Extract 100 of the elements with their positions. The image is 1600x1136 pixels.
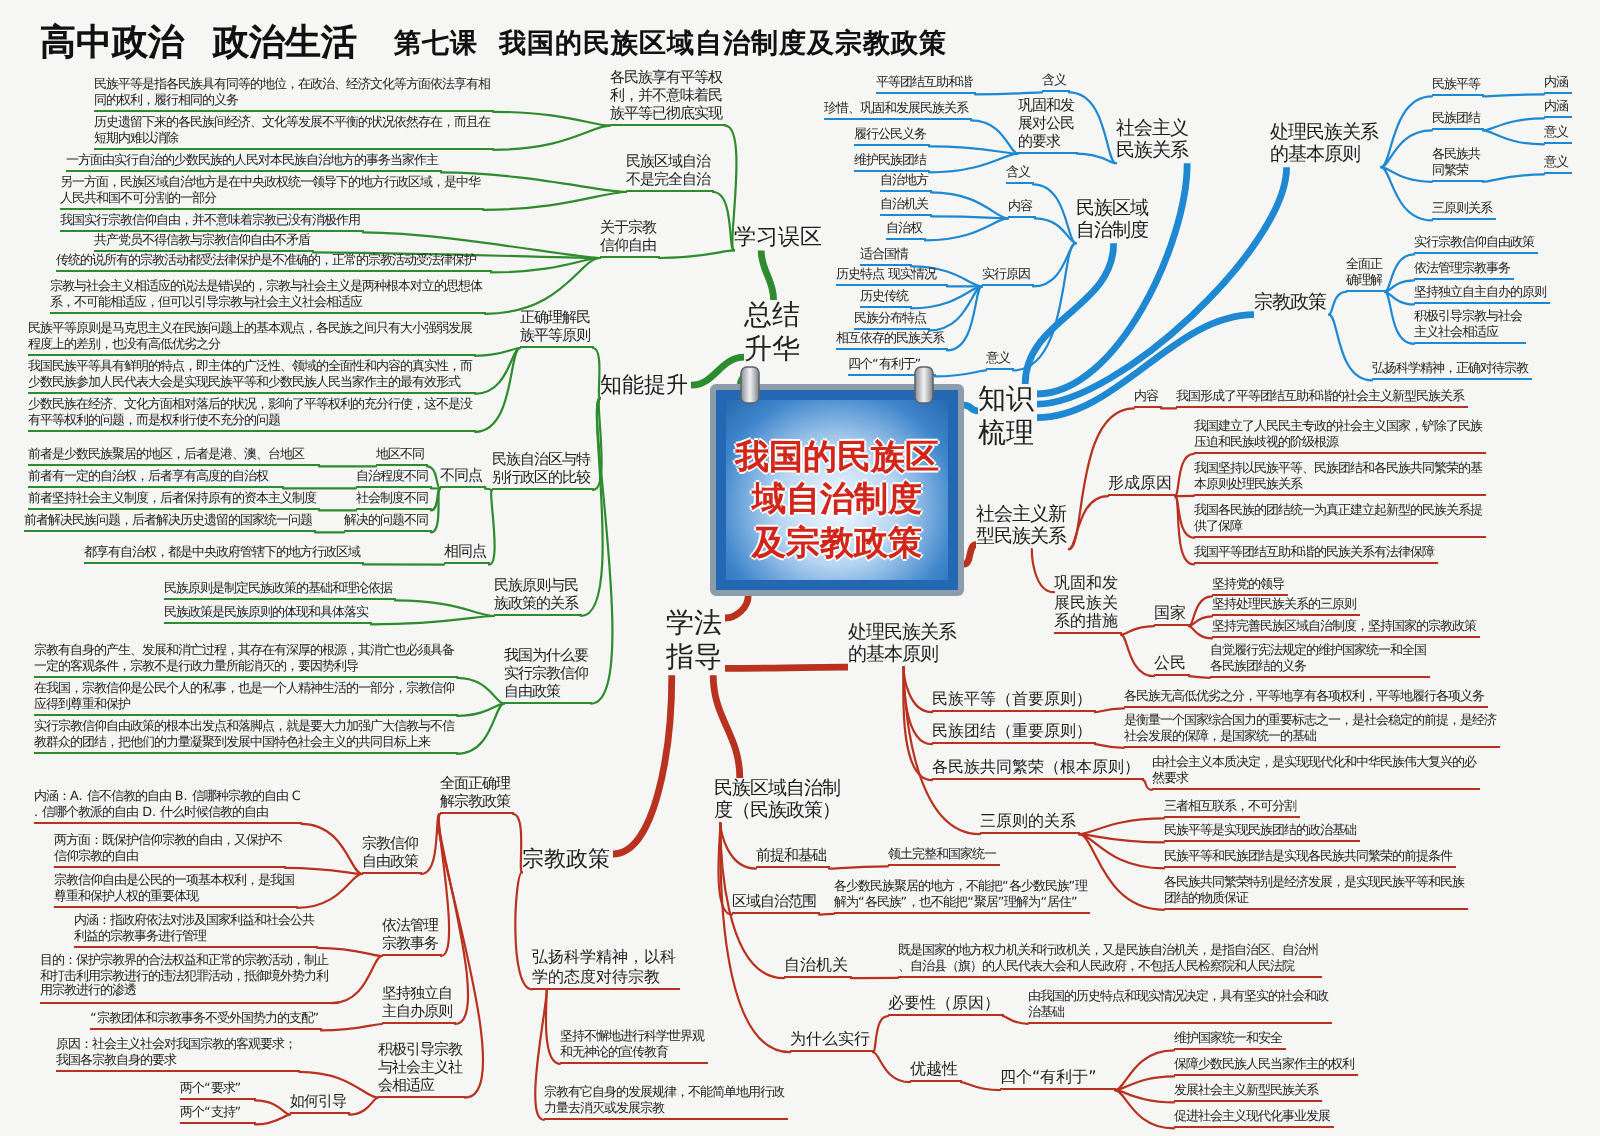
branch-line (909, 265, 984, 288)
branch-line (491, 110, 612, 127)
branch-line (481, 190, 628, 211)
branch-line (281, 487, 358, 490)
branch-line (1383, 279, 1416, 293)
topic-label: 民族平等（首要原则） (932, 690, 1095, 713)
branch-line (253, 1099, 292, 1116)
branch-line (369, 614, 496, 626)
branch-line (1077, 817, 1166, 836)
branch-line (1187, 625, 1214, 640)
branch-line (1036, 162, 1191, 398)
branch-line (723, 124, 738, 252)
branch-line (1093, 743, 1126, 749)
section-heading: 知识梳理 (978, 384, 1037, 452)
branch-line (1001, 1015, 1030, 1025)
branch-line (329, 954, 384, 1005)
branch-line (283, 866, 364, 876)
branch-line (969, 119, 1020, 155)
branch-line (437, 812, 451, 958)
branch-line (923, 217, 1010, 242)
branch-line (455, 702, 506, 755)
branch-line (511, 812, 524, 874)
branch-line (487, 488, 496, 566)
branch-line (711, 190, 736, 252)
branch-line (483, 487, 494, 492)
topic-label: 知能提升 (600, 372, 691, 399)
branch-line (591, 346, 602, 400)
topic-label: 宗教政策 (522, 846, 613, 873)
branch-line (719, 822, 792, 1054)
topic-label: 巩固和发展民族关系的措施 (1054, 574, 1121, 635)
branch-line (719, 822, 786, 980)
branch-line (1036, 166, 1290, 408)
topic-label: 三原则的关系 (980, 812, 1079, 835)
topic-label: 社会主义民族关系 (1116, 118, 1191, 164)
topic-label: 公民 (1154, 654, 1189, 677)
topic-label: 弘扬科学精神，以科学的态度对待宗教 (532, 948, 679, 990)
branch-line (473, 346, 522, 433)
topic-label: 宗教政策 (1254, 292, 1329, 315)
topic-label: 国家 (1154, 604, 1189, 627)
branch-line (1159, 407, 1178, 410)
branch-line (962, 541, 978, 568)
branch-line (429, 487, 442, 534)
branch-line (425, 465, 442, 490)
branch-line (1031, 242, 1078, 288)
branch-line (313, 531, 346, 534)
branch-line (1011, 242, 1078, 372)
branch-line (1077, 833, 1166, 911)
branch-line (589, 397, 614, 705)
branch-line (1383, 253, 1416, 293)
branch-line (927, 145, 1020, 155)
branch-line (1379, 129, 1434, 169)
topic-label: 优越性 (910, 1060, 961, 1083)
topic-label: 处理民族关系的基本原则 (848, 622, 959, 668)
branch-line (902, 666, 934, 782)
branch-line (1077, 833, 1166, 844)
topic-label: 自治机关 (784, 956, 851, 979)
branch-line (295, 872, 364, 909)
branch-line (1030, 548, 1056, 594)
branch-line (1036, 311, 1255, 421)
branch-line (1383, 290, 1416, 345)
branch-line (393, 599, 496, 618)
topic-label: 学习误区 (734, 224, 825, 251)
branch-line (1481, 173, 1546, 183)
branch-line (1187, 615, 1214, 628)
branch-line (1067, 495, 1110, 551)
branch-line (871, 1015, 890, 1054)
branch-line (725, 663, 848, 672)
branch-line (436, 812, 484, 1099)
branch-line (933, 369, 988, 378)
branch-line (929, 215, 1010, 220)
branch-line (927, 285, 984, 332)
branch-line (253, 1113, 292, 1126)
branch-line (455, 702, 506, 717)
branch-line (1119, 633, 1156, 678)
branch-line (491, 124, 612, 151)
branch-line (1379, 166, 1434, 183)
branch-line (945, 285, 984, 288)
branch-line (1173, 495, 1196, 566)
branch-line (690, 353, 745, 389)
branch-line (1187, 675, 1212, 679)
branch-line (591, 397, 603, 492)
branch-line (849, 976, 900, 980)
branch-line (1093, 707, 1126, 714)
branch-line (534, 988, 548, 1121)
branch-line (1031, 183, 1078, 245)
branch-line (1481, 129, 1546, 146)
branch-line (1067, 407, 1136, 551)
branch-line (1067, 91, 1118, 165)
branch-line (959, 1081, 1002, 1092)
branch-line (1379, 95, 1434, 169)
branch-line (347, 1096, 380, 1116)
branch-line (1077, 833, 1166, 870)
branch-line (1481, 93, 1546, 98)
branch-line (317, 465, 378, 468)
section-heading: 总结升华 (744, 300, 803, 368)
branch-line (1119, 625, 1156, 636)
branch-line (1033, 217, 1078, 245)
branch-line (429, 487, 442, 512)
branch-line (429, 487, 442, 490)
topic-label: 为什么实行 (790, 1030, 873, 1053)
